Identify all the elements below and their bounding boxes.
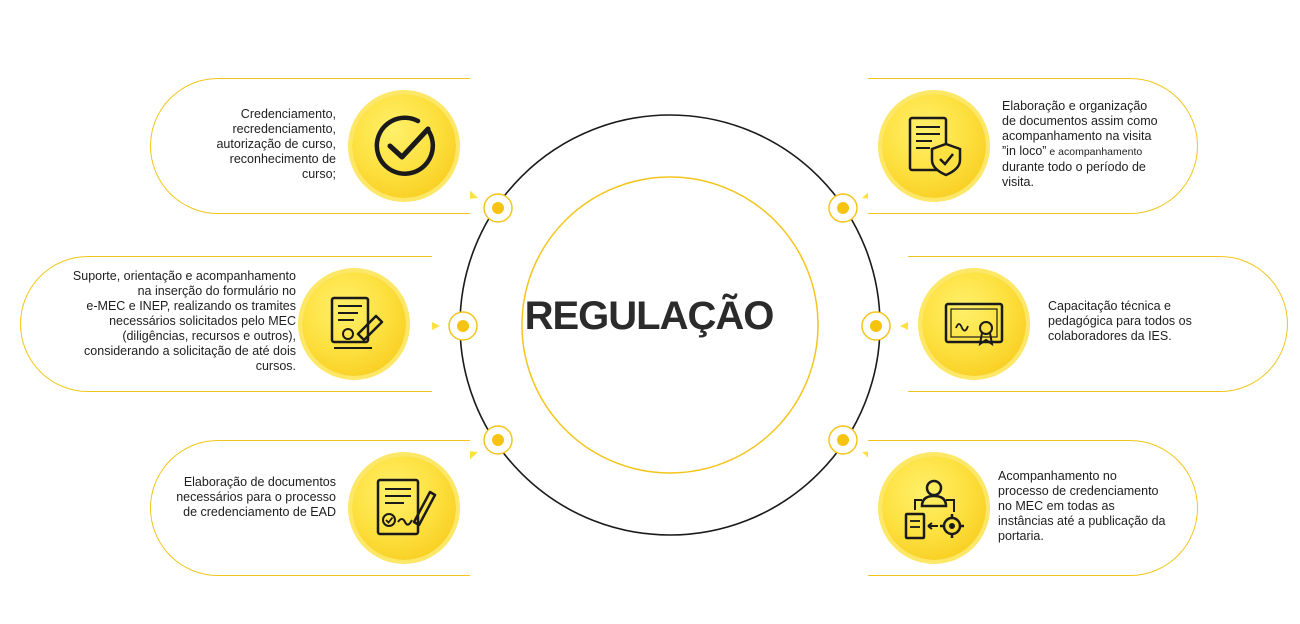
connector-node-6 bbox=[828, 425, 858, 455]
inner-ring bbox=[521, 176, 819, 474]
card-text: Credenciamento, recredenciamento, autori… bbox=[216, 107, 336, 181]
process-workflow-icon bbox=[904, 479, 964, 540]
diagram-title: REGULAÇÃO bbox=[524, 294, 775, 338]
card-icon-disc bbox=[882, 94, 986, 198]
checkmark-icon bbox=[374, 115, 436, 176]
card-text-main: Elaboração e organização de documentos a… bbox=[1002, 99, 1158, 158]
signed-document-icon bbox=[376, 478, 437, 536]
card-text: Suporte, orientação e acompanhamento na … bbox=[72, 269, 296, 373]
document-shield-icon bbox=[908, 116, 962, 177]
card-icon-disc bbox=[922, 272, 1026, 376]
connector-node-4 bbox=[828, 193, 858, 223]
card-icon-disc bbox=[882, 456, 986, 560]
card-text-after: durante todo o período de visita. bbox=[1002, 160, 1146, 189]
card-text: Elaboração e organização de documentos a… bbox=[1002, 99, 1192, 190]
card-text: Capacitação técnica e pedagógica para to… bbox=[1048, 299, 1192, 343]
form-signature-icon bbox=[330, 296, 384, 349]
certificate-icon bbox=[944, 302, 1004, 347]
connector-node-3 bbox=[483, 425, 513, 455]
card-icon-disc bbox=[302, 272, 406, 376]
card-icon-disc bbox=[352, 94, 456, 198]
card-icon-disc bbox=[352, 456, 456, 560]
connector-node-5 bbox=[861, 311, 891, 341]
connector-node-2 bbox=[448, 311, 478, 341]
card-text-small: e acompanhamento bbox=[1046, 146, 1143, 158]
connector-node-1 bbox=[483, 193, 513, 223]
card-text: Elaboração de documentos necessários par… bbox=[176, 475, 336, 519]
card-text: Acompanhamento no processo de credenciam… bbox=[998, 469, 1166, 543]
